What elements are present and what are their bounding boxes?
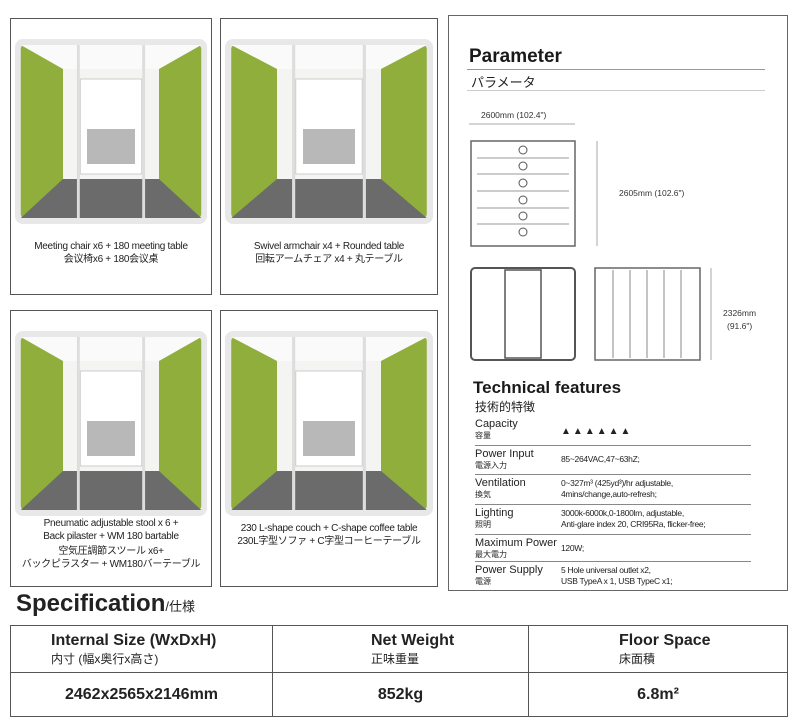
tech-row-power-input: Power Input 電源入力 85~264VAC,47~63hZ; xyxy=(475,446,751,475)
depth-dimension: 2605mm (102.6") xyxy=(619,188,685,198)
tech-label: Power Supply xyxy=(475,564,543,576)
booth-image xyxy=(15,331,207,516)
parameter-title: Parameter xyxy=(469,46,562,67)
person-icon: ▲ xyxy=(584,426,597,437)
layout-caption-en: 230 L-shape couch + C-shape coffee table xyxy=(240,523,418,534)
tech-label: Maximum Power xyxy=(475,537,557,549)
booth-image xyxy=(15,39,207,224)
header-floor-space-jp: 床面積 xyxy=(619,652,656,666)
layout-card-couch: 230 L-shape couch + C-shape coffee table… xyxy=(220,310,438,587)
layout-caption-en: Meeting chair x6 + 180 meeting table xyxy=(34,241,188,252)
layout-caption-en: Pneumatic adjustable stool x 6 + xyxy=(43,518,179,529)
layout-caption-jp: 空気圧調節スツール x6+ xyxy=(58,546,164,557)
booth-image xyxy=(225,331,433,516)
spec-title-jp: /仕様 xyxy=(165,599,195,614)
parameter-panel: Parameter パラメータ 2600mm (102.4") 2605mm (… xyxy=(448,15,788,591)
person-icon: ▲ xyxy=(596,426,609,437)
header-internal-size: Internal Size (WxDxH) xyxy=(51,632,217,649)
specification-table: Internal Size (WxDxH) 内寸 (幅x奥行x高さ) Net We… xyxy=(10,625,788,717)
technical-title: Technical features xyxy=(473,378,622,397)
capacity-people-icons: ▲▲▲▲▲▲ xyxy=(561,426,632,437)
width-dimension: 2600mm (102.4") xyxy=(481,110,547,120)
tech-row-ventilation: Ventilation 換気 0~327m³ (425yd³)/hr adjus… xyxy=(475,475,751,505)
table-header-row: Internal Size (WxDxH) 内寸 (幅x奥行x高さ) Net We… xyxy=(10,625,788,673)
tech-label-jp: 換気 xyxy=(475,490,491,499)
tech-label: Ventilation xyxy=(475,477,526,489)
tech-value: 85~264VAC,47~63hZ; xyxy=(561,454,640,464)
internal-size-value: 2462x2565x2146mm xyxy=(10,672,273,717)
net-weight-value: 852kg xyxy=(272,672,529,717)
person-icon: ▲ xyxy=(608,426,621,437)
header-internal-size-jp: 内寸 (幅x奥行x高さ) xyxy=(51,652,159,666)
header-net-weight: Net Weight xyxy=(371,632,455,649)
layout-card-meeting: Meeting chair x6 + 180 meeting table 会议椅… xyxy=(10,18,212,295)
tech-value: 120W; xyxy=(561,543,584,553)
tech-label: Lighting xyxy=(475,507,514,519)
tech-label-jp: 最大電力 xyxy=(475,550,507,559)
divider xyxy=(467,69,765,70)
person-icon: ▲ xyxy=(572,426,585,437)
header-net-weight-jp: 正味重量 xyxy=(371,652,420,666)
layout-caption-jp: 230L字型ソファ + C字型コーヒーテーブル xyxy=(237,536,421,547)
layout-caption-en-2: Back pilaster + WM 180 bartable xyxy=(43,531,179,542)
tech-row-capacity: Capacity 容量 ▲▲▲▲▲▲ xyxy=(475,416,751,446)
tech-value: 5 Hole universal outlet x2, xyxy=(561,565,651,575)
booth-image xyxy=(225,39,433,224)
layout-caption-jp: 回転アームチェア x4 + 丸テーブル xyxy=(255,254,403,265)
tech-value-2: USB TypeA x 1, USB TypeC x1; xyxy=(561,576,673,586)
tech-row-lighting: Lighting 照明 3000k-6000k,0-1800lm, adjust… xyxy=(475,505,751,535)
tech-label-jp: 電源 xyxy=(475,577,491,586)
tech-value: 0~327m³ (425yd³)/hr adjustable, xyxy=(561,478,673,488)
tech-value-2: 4mins/change,auto-refresh; xyxy=(561,489,657,499)
floor-space-value: 6.8m² xyxy=(528,672,788,717)
layout-card-swivel: Swivel armchair x4 + Rounded table 回転アーム… xyxy=(220,18,438,295)
height-dimension-in: (91.6") xyxy=(727,321,753,331)
spec-title-en: Specification xyxy=(16,590,166,617)
person-icon: ▲ xyxy=(620,426,633,437)
person-icon: ▲ xyxy=(561,426,573,437)
technical-subtitle: 技術的特徴 xyxy=(475,400,536,414)
specification-title: Specification/仕様 xyxy=(16,590,195,618)
layout-caption-jp: 会议椅x6 + 180会议桌 xyxy=(63,254,159,265)
table-row: 2462x2565x2146mm 852kg 6.8m² xyxy=(10,672,788,717)
tech-label-jp: 電源入力 xyxy=(475,461,507,470)
header-floor-space: Floor Space xyxy=(619,632,711,649)
layout-caption-jp-2: バックピラスター + WM180バーテーブル xyxy=(21,559,201,570)
tech-row-maximum-power: Maximum Power 最大電力 120W; xyxy=(475,535,751,562)
dimension-drawings xyxy=(469,123,712,361)
divider xyxy=(467,90,765,91)
tech-label-jp: 照明 xyxy=(475,520,491,529)
height-dimension: 2326mm xyxy=(723,308,757,318)
tech-value-2: Anti-glare index 20, CRI95Ra, flicker-fr… xyxy=(561,519,706,529)
tech-label: Capacity xyxy=(475,418,518,430)
tech-row-power-supply: Power Supply 電源 5 Hole universal outlet … xyxy=(475,562,751,592)
tech-label-jp: 容量 xyxy=(475,431,491,440)
parameter-subtitle: パラメータ xyxy=(471,75,536,90)
tech-value: 3000k-6000k,0-1800lm, adjustable, xyxy=(561,508,684,518)
layout-card-bar: Pneumatic adjustable stool x 6 + Back pi… xyxy=(10,310,212,587)
layout-caption-en: Swivel armchair x4 + Rounded table xyxy=(253,241,405,252)
tech-label: Power Input xyxy=(475,448,534,460)
